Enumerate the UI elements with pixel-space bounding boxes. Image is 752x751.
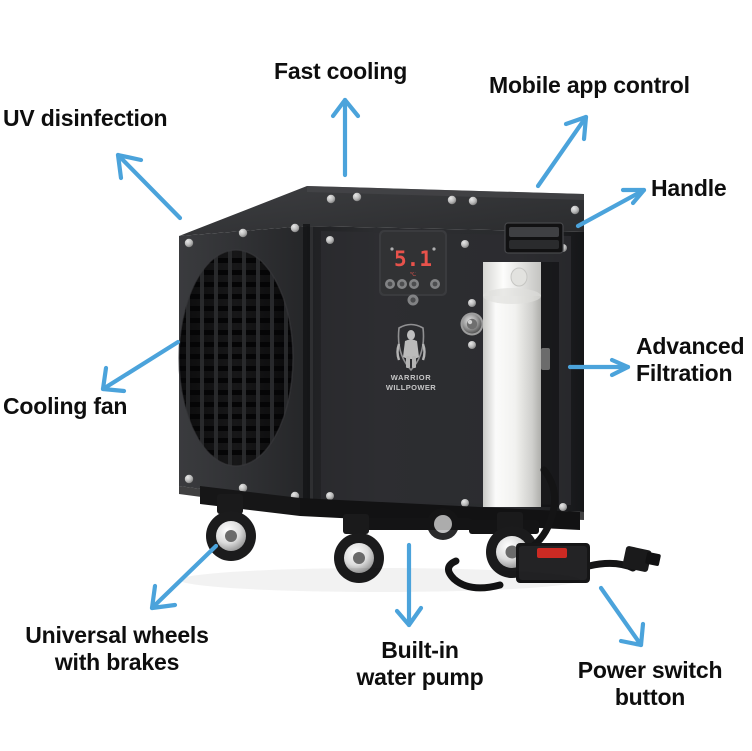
- arrow-advanced-filtration: [567, 357, 631, 378]
- label-uv-disinfection: UV disinfection: [3, 105, 168, 131]
- arrow-cooling-fan: [100, 339, 181, 394]
- arrow-fast-cooling: [330, 97, 361, 178]
- cooling-fan-grille: [178, 249, 294, 467]
- arrow-universal-wheels: [149, 543, 219, 611]
- brand-line1: WARRIOR: [391, 373, 431, 382]
- label-universal-wheels: Universal wheels with brakes: [25, 622, 209, 676]
- label-water-pump: Built-in water pump: [356, 637, 484, 691]
- display-value: 5.1: [394, 247, 432, 271]
- panel-screws: [184, 192, 580, 511]
- arrow-water-pump: [394, 542, 424, 628]
- arrow-handle: [575, 187, 647, 229]
- caster-wheel: [427, 508, 459, 540]
- label-handle: Handle: [651, 175, 727, 201]
- arrow-mobile-app-control: [535, 114, 589, 189]
- label-mobile-app-control: Mobile app control: [489, 72, 690, 98]
- label-power-switch: Power switch button: [577, 657, 723, 711]
- label-cooling-fan: Cooling fan: [3, 393, 128, 419]
- filter-housing: [483, 262, 559, 507]
- carry-handle[interactable]: [504, 222, 564, 254]
- power-plug: [622, 546, 661, 572]
- brand-line2: WILLPOWER: [386, 383, 436, 392]
- water-port-fitting: [460, 312, 484, 336]
- caster-wheel: [334, 514, 384, 583]
- brand-logo: WARRIOR WILLPOWER: [386, 323, 436, 392]
- caster-wheel: [206, 494, 256, 561]
- arrow-uv-disinfection: [115, 152, 183, 221]
- power-rocker-switch[interactable]: [537, 548, 567, 558]
- display-unit: ℃: [410, 272, 417, 278]
- label-advanced-filtration: Advanced Filtration: [636, 333, 745, 387]
- control-display-panel[interactable]: 5.1 ℃: [379, 230, 447, 306]
- arrow-power-switch: [598, 585, 646, 648]
- label-fast-cooling: Fast cooling: [274, 58, 408, 84]
- power-switch-button[interactable]: [516, 543, 590, 583]
